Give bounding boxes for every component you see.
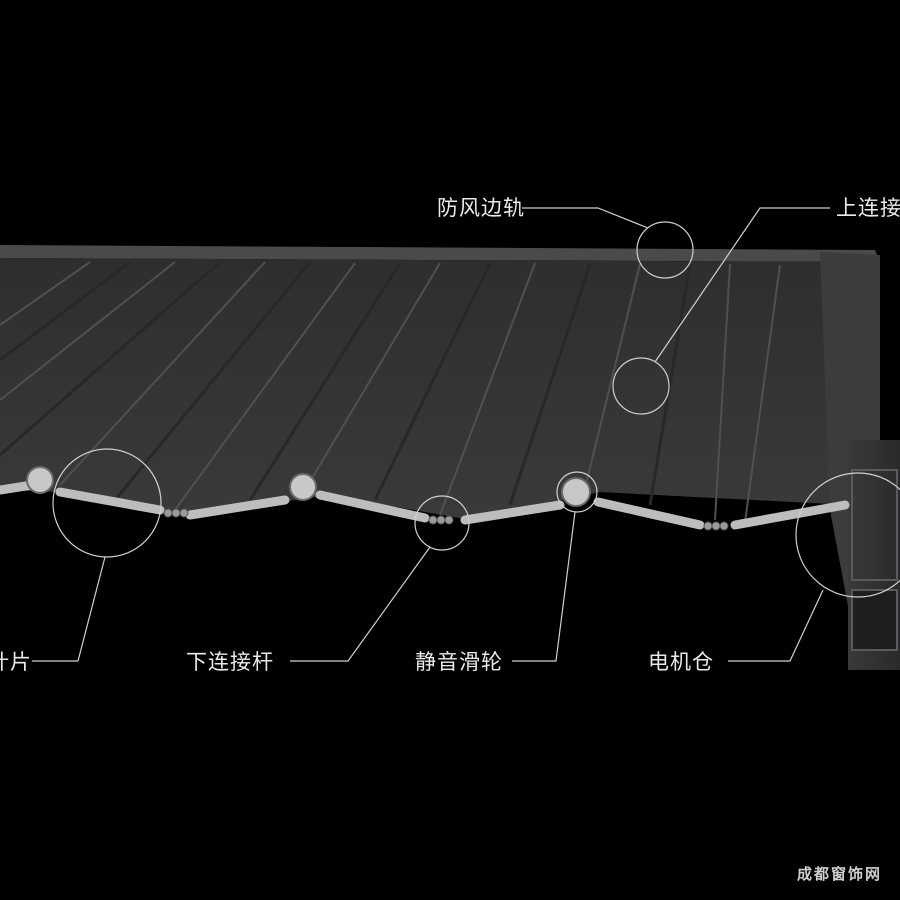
label-wind-side-rail: 防风边轨: [437, 196, 525, 220]
label-lower-connecting-rod: 下连接杆: [186, 650, 274, 674]
watermark-text: 成都窗饰网: [796, 865, 882, 883]
lower-connecting-rods: [163, 508, 729, 531]
louver-ridges: [0, 261, 781, 523]
back-frame-rail: [0, 245, 880, 262]
roof-surface: [0, 258, 850, 520]
label-silent-pulley: 静音滑轮: [415, 650, 503, 674]
label-upper-connecting-rod: 上连接: [836, 196, 900, 220]
callout-leaders: [32, 207, 830, 662]
blade-edges: [0, 480, 850, 530]
louver-ridge-highlights: [0, 260, 692, 506]
silent-pulleys: [26, 466, 591, 507]
callout-rings: [52, 221, 900, 598]
label-motor-compartment: 电机仓: [648, 650, 714, 674]
label-blade: 叶片: [0, 650, 32, 674]
